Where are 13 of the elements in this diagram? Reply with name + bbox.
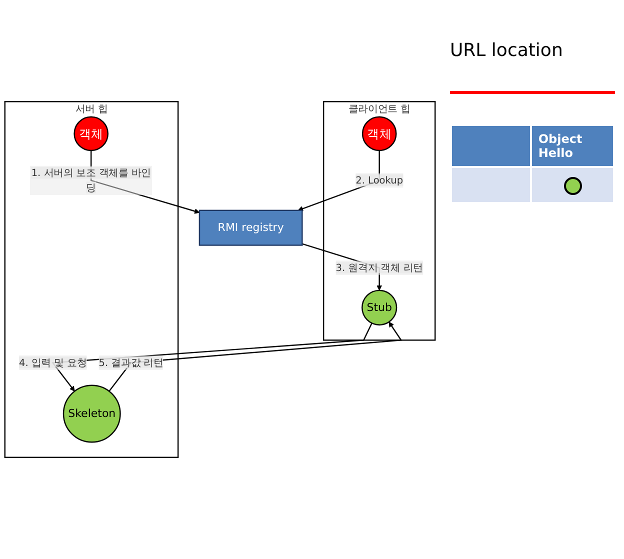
header-cell: Object Hello xyxy=(532,126,613,166)
node-circle: Skeleton xyxy=(62,384,121,443)
url-location-label: URL location xyxy=(450,40,563,61)
edge-label: 1. 서버의 보조 객체를 바인딩 xyxy=(31,167,151,194)
node-circle: 객체 xyxy=(74,116,108,152)
edge-label: 5. 결과값 리턴 xyxy=(98,356,164,368)
node-box: RMI registry xyxy=(198,210,303,246)
node-circle: Stub xyxy=(362,290,398,326)
edge-label: 2. Lookup xyxy=(356,174,404,186)
arrow xyxy=(90,150,200,214)
edge-label: 4. 입력 및 요청 xyxy=(18,356,87,368)
edge-label: 3. 원격지 객체 리턴 xyxy=(336,262,423,274)
node-circle: 객체 xyxy=(362,116,397,152)
